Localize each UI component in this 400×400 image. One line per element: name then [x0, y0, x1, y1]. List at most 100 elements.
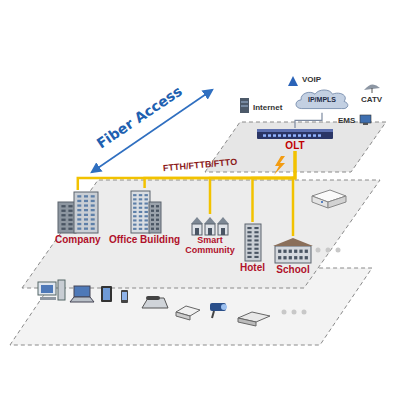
window	[133, 207, 136, 209]
building-block	[58, 202, 76, 233]
window	[61, 223, 65, 225]
window	[254, 256, 258, 258]
window	[133, 211, 136, 213]
site-label: Office Building	[109, 234, 180, 245]
window	[293, 134, 296, 137]
window	[133, 219, 136, 221]
fiber-link	[293, 151, 295, 236]
house-roof	[204, 217, 216, 224]
window	[138, 228, 141, 230]
window	[144, 219, 147, 221]
building-wing	[149, 202, 161, 233]
window	[303, 134, 306, 137]
olt-top	[257, 129, 333, 132]
window	[133, 215, 136, 217]
window	[151, 205, 154, 207]
window	[254, 239, 258, 241]
company-icon	[56, 190, 100, 234]
voip-icon	[288, 76, 298, 86]
window	[247, 227, 251, 229]
window	[283, 256, 286, 259]
window	[133, 224, 136, 226]
site-node: OLT	[254, 128, 336, 151]
site-node: School	[271, 236, 315, 275]
site-label: Smart Community	[184, 236, 236, 256]
window	[90, 204, 94, 206]
window	[144, 215, 147, 217]
window	[90, 214, 94, 216]
window	[90, 228, 94, 230]
window	[144, 194, 147, 196]
site-node: Smart Community	[182, 214, 238, 256]
window	[138, 215, 141, 217]
window	[254, 248, 258, 250]
window	[278, 250, 281, 253]
desk-phone-icon	[142, 296, 168, 308]
window	[138, 194, 141, 196]
window	[144, 203, 147, 205]
window	[156, 219, 159, 221]
window	[247, 244, 251, 246]
window	[68, 219, 72, 221]
window	[138, 198, 141, 200]
site-node: Hotel	[238, 222, 267, 273]
window	[278, 256, 281, 259]
window	[283, 134, 286, 137]
window	[84, 214, 88, 216]
window	[247, 231, 251, 233]
service-label: Internet	[253, 104, 282, 113]
window	[254, 227, 258, 229]
window	[90, 218, 94, 220]
window	[263, 134, 266, 137]
window	[77, 204, 81, 206]
window	[144, 228, 147, 230]
window	[90, 223, 94, 225]
camera-icon	[210, 303, 227, 318]
window	[138, 207, 141, 209]
window	[77, 200, 81, 202]
dish-icon	[364, 84, 380, 93]
house-door	[221, 228, 225, 235]
house-door	[195, 228, 199, 235]
window	[84, 228, 88, 230]
window	[299, 250, 302, 253]
window	[144, 224, 147, 226]
hotel-icon	[242, 222, 264, 262]
window	[138, 224, 141, 226]
window	[84, 195, 88, 197]
window	[151, 214, 154, 216]
window	[247, 239, 251, 241]
olt-icon	[256, 128, 334, 140]
site-node: Company	[53, 190, 103, 245]
window	[138, 203, 141, 205]
site-label: Company	[55, 234, 101, 245]
server-icon	[240, 98, 249, 113]
window	[61, 214, 65, 216]
window	[156, 228, 159, 230]
house-wall	[192, 224, 202, 235]
window	[156, 214, 159, 216]
window	[156, 210, 159, 212]
window	[133, 194, 136, 196]
hotel-tower	[245, 224, 261, 261]
window	[289, 250, 292, 253]
window	[305, 256, 308, 259]
window	[84, 218, 88, 220]
window	[61, 228, 65, 230]
school-roof	[273, 238, 313, 246]
window	[77, 228, 81, 230]
house-roof	[217, 217, 229, 224]
window	[247, 248, 251, 250]
window	[298, 134, 301, 137]
service-label: CATV	[361, 96, 382, 105]
school-icon	[273, 236, 313, 264]
site-label: OLT	[256, 140, 334, 151]
window	[77, 209, 81, 211]
building-tower	[131, 191, 150, 233]
window	[254, 252, 258, 254]
laptop-icon	[70, 286, 94, 302]
bolt-icon	[274, 156, 285, 175]
window	[61, 210, 65, 212]
